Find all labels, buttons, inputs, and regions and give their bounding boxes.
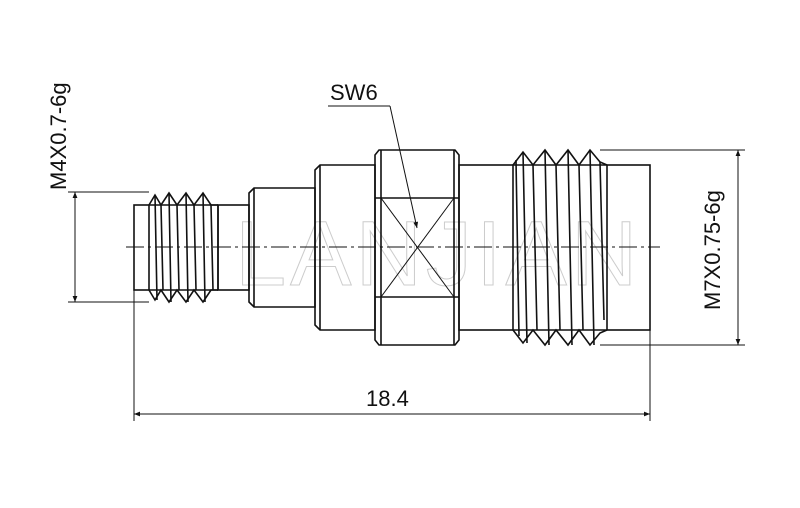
hex-nut [374,149,460,346]
left-thread-dimension [68,191,149,303]
right-thread-label: M7X0.75-6g [700,190,725,310]
length-dimension [133,290,651,421]
left-thread-label: M4X0.7-6g [46,82,71,190]
right-thread-dimension [600,149,745,346]
sw6-callout: SW6 [328,80,419,229]
sw6-label: SW6 [330,80,378,105]
length-label: 18.4 [366,386,409,411]
